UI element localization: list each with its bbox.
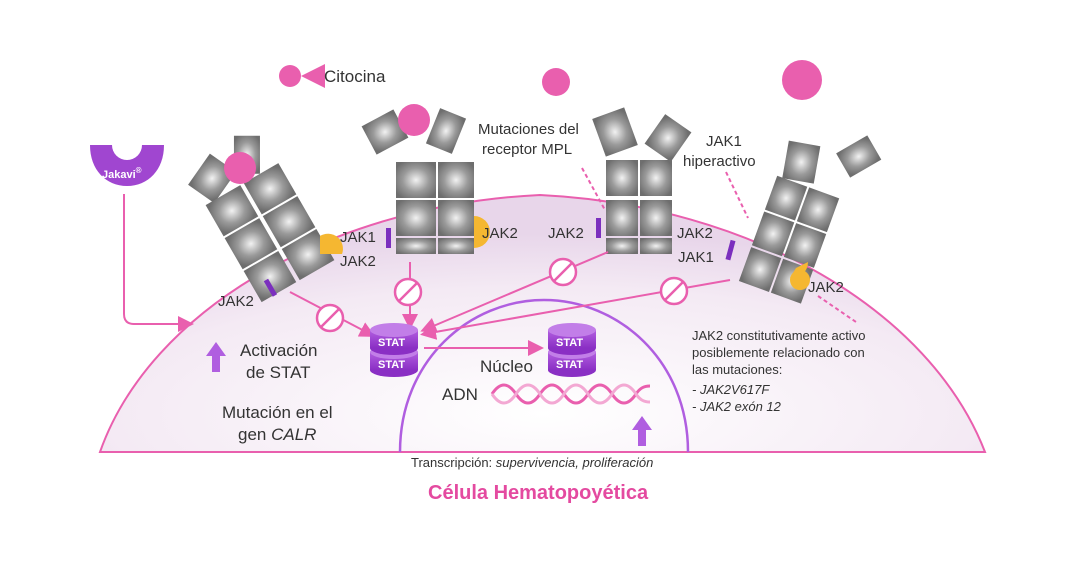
jak2-label: JAK2 <box>808 279 844 296</box>
dna-strand-2 <box>490 383 651 405</box>
inhibition-icon <box>548 257 578 287</box>
jakavi-arrow <box>123 194 194 332</box>
jak2-label: JAK2 <box>677 225 713 242</box>
jak2-label: JAK2 <box>340 253 376 270</box>
arrow-r3-to-stat <box>420 251 609 333</box>
up-arrow-icon <box>206 342 226 372</box>
stat-label: STAT <box>556 359 583 371</box>
inhibition-icon <box>315 303 345 333</box>
inhibition-icon <box>659 276 689 306</box>
cytokine-bound <box>398 104 430 136</box>
transcription-label: Transcripción: supervivencia, proliferac… <box>411 455 653 470</box>
jak2-note-line3: las mutaciones: <box>692 362 782 377</box>
dna-strand <box>490 383 651 405</box>
jak2-domain <box>474 216 490 248</box>
jak1-hyper-label-line1: JAK1 <box>706 133 742 150</box>
cytokine-circle <box>542 68 570 96</box>
up-arrow-icon <box>632 416 652 446</box>
cytokine-circle <box>782 60 822 100</box>
jak2-bar <box>596 218 601 238</box>
calr-line2: gen CALR <box>238 425 316 444</box>
jak2-bar <box>263 278 278 297</box>
stat-label: STAT <box>378 359 405 371</box>
cytokine-label: Citocina <box>324 67 386 86</box>
inhibition-icon <box>393 277 423 307</box>
mpl-label-line1: Mutaciones del <box>478 121 579 138</box>
jak2-note-line2: posiblemente relacionado con <box>692 345 865 360</box>
jak1-hyper-pointer <box>725 171 749 219</box>
stat-activation-line1: Activación <box>240 341 317 360</box>
receptor-2 <box>361 108 474 254</box>
calr-line1: Mutación en el <box>222 403 333 422</box>
mpl-label-line2: receptor MPL <box>482 141 572 158</box>
jak2-mutation-2: - JAK2 exón 12 <box>692 399 782 414</box>
stat-dimer-nucleus: STAT STAT <box>548 323 596 377</box>
cytokine-bound <box>224 152 256 184</box>
jak1-bar <box>386 228 391 248</box>
jak1-hyper-label-line2: hiperactivo <box>683 153 756 170</box>
jak2-domain <box>320 233 343 254</box>
jakavi-badge: Jakavi® <box>90 130 164 186</box>
jak2-label: JAK2 <box>482 225 518 242</box>
jak2-note-line1: JAK2 constitutivamente activo <box>692 328 865 343</box>
receptor-4 <box>738 135 882 304</box>
stat-activation-line2: de STAT <box>246 363 311 382</box>
cytokine-legend-icon <box>279 65 301 87</box>
jak2-note-pointer <box>817 295 857 323</box>
jak1-label: JAK1 <box>340 229 376 246</box>
dna-label: ADN <box>442 385 478 404</box>
jak1-label: JAK1 <box>678 249 714 266</box>
stat-dimer-cytoplasm: STAT STAT <box>370 323 418 377</box>
receptor-3 <box>592 107 692 254</box>
jak1-bar <box>725 239 736 261</box>
jak2-mutation-1: - JAK2V617F <box>692 382 770 397</box>
jak2-domain <box>790 270 810 290</box>
stat-label: STAT <box>556 337 583 349</box>
jak2-label: JAK2 <box>548 225 584 242</box>
jakavi-label: Jakavi® <box>102 166 142 181</box>
cell-title: Célula Hematopoyética <box>428 482 649 504</box>
jak2-label: JAK2 <box>218 293 254 310</box>
nucleus-membrane <box>398 298 690 453</box>
nucleus-label: Núcleo <box>480 357 533 376</box>
cytokine-legend: Citocina <box>279 64 386 88</box>
stat-label: STAT <box>378 337 405 349</box>
mpl-pointer <box>581 167 606 211</box>
